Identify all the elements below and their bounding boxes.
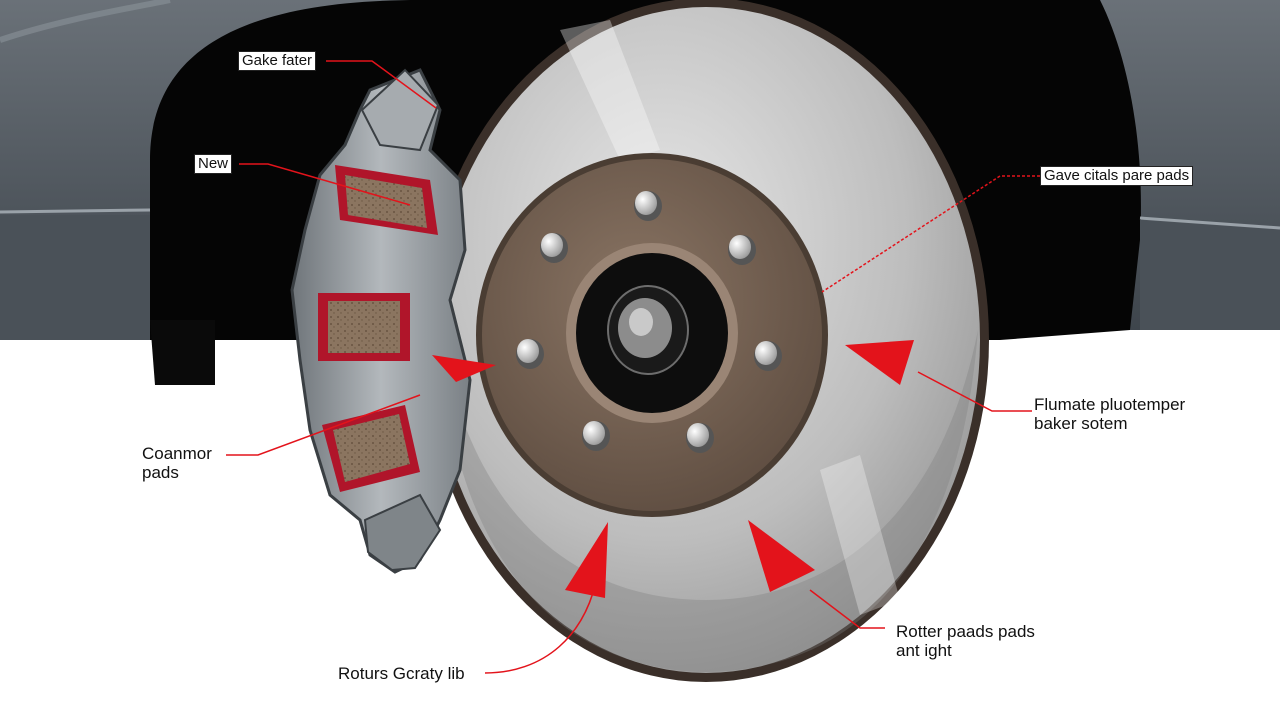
rotor-highlight xyxy=(560,20,660,160)
label-new: New xyxy=(194,154,233,174)
lug-nut xyxy=(686,423,714,453)
arrow-rotor-bottom xyxy=(565,522,608,598)
caliper-top-bracket xyxy=(360,68,440,152)
lug-nut xyxy=(540,233,568,263)
label-gake-fater: Gake fater xyxy=(238,51,317,71)
brake-pad-top xyxy=(335,165,438,235)
body-crease xyxy=(1139,216,1280,230)
label-rotter-paads-pads: Rotter paads pads ant ight xyxy=(896,622,1035,661)
leader-line xyxy=(809,589,885,629)
label-flumate-pluotemper: Flumate pluotemper baker sotem xyxy=(1034,395,1186,434)
lug-nut xyxy=(582,421,610,451)
leader-line xyxy=(226,394,421,456)
arrow-rotor-right xyxy=(845,340,914,385)
lug-nut xyxy=(634,191,662,221)
brake-pad-middle xyxy=(318,293,410,361)
brake-pad-bottom xyxy=(322,405,420,492)
leader-line xyxy=(239,163,411,206)
leader-line xyxy=(326,60,437,109)
arrow-pads xyxy=(432,355,496,382)
label-roturs-gcraty-lib: Roturs Gcraty lib xyxy=(338,664,465,683)
caliper-bottom-bracket xyxy=(363,493,442,572)
label-gave-citals-pare-pads: Gave citals pare pads xyxy=(1040,166,1194,186)
lug-nut xyxy=(754,341,782,371)
car-body-lower-right xyxy=(1140,220,1280,330)
body-crease xyxy=(0,208,151,214)
label-coanmor-pads: Coanmor pads xyxy=(142,444,212,483)
lug-nut xyxy=(728,235,756,265)
leader-line xyxy=(821,175,1040,293)
leader-line xyxy=(917,371,1032,412)
lug-nut xyxy=(516,339,544,369)
car-body-lower-left xyxy=(0,215,150,350)
arrow-rotor-lower-right xyxy=(748,520,815,592)
mud-flap-left xyxy=(150,320,215,385)
hub-center-cap-shine xyxy=(629,308,653,336)
rotor-highlight xyxy=(820,455,900,615)
fender-highlight xyxy=(0,0,171,43)
